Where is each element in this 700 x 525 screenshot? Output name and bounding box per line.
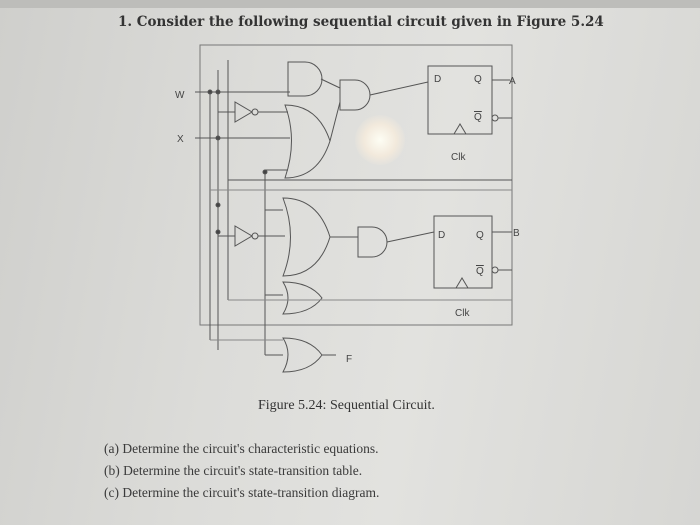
feedback-frame [199, 44, 513, 326]
or-gate-2 [282, 197, 331, 277]
ff1-q-label: Q [474, 74, 482, 85]
or-gate-3 [282, 281, 323, 315]
part-a: (a) Determine the circuit's characterist… [104, 441, 379, 456]
top-strip [0, 0, 700, 8]
inverter-gate-1 [234, 101, 253, 123]
question-text: Consider the following sequential circui… [136, 14, 604, 30]
ff1-d-label: D [434, 74, 441, 85]
ff2-clk-label: Clk [455, 308, 470, 319]
and-gate-1 [287, 61, 323, 97]
flip-flop-1 [427, 65, 493, 135]
clock-triangle-1 [453, 123, 467, 135]
or-gate-f [282, 337, 323, 373]
or-gate-1 [284, 104, 331, 179]
wire-to-ff1-d [369, 81, 429, 96]
wire-to-ff2-d [386, 231, 435, 243]
circuit-diagram: W X D Q Q Clk D Q Q Clk A B F [175, 44, 520, 373]
ff2-qbar-label: Q [476, 266, 484, 277]
output-a-label: A [509, 76, 516, 87]
and-gate-2 [339, 79, 371, 111]
junction [262, 169, 268, 175]
wire [320, 78, 341, 89]
and-gate-3 [357, 226, 388, 258]
junction [215, 229, 221, 235]
wire [329, 101, 341, 142]
clock-triangle-2 [455, 277, 469, 289]
question-number: 1. [118, 14, 133, 30]
input-x-label: X [177, 134, 184, 145]
ff1-clk-label: Clk [451, 152, 466, 163]
ff1-qbar-label: Q [474, 112, 482, 123]
part-b: (b) Determine the circuit's state-transi… [104, 463, 363, 478]
question-heading: 1. Consider the following sequential cir… [118, 14, 604, 30]
ff2-qbar-bubble [491, 266, 499, 274]
ff2-q-label: Q [476, 230, 484, 241]
junction [215, 202, 221, 208]
input-w-label: W [175, 90, 185, 101]
output-f-label: F [346, 354, 352, 365]
ff1-qbar-bubble [491, 114, 499, 122]
ff2-d-label: D [438, 230, 445, 241]
glare [355, 115, 405, 165]
part-c: (c) Determine the circuit's state-transi… [104, 485, 380, 500]
output-b-label: B [513, 228, 520, 239]
flip-flop-2 [433, 215, 493, 289]
question-parts: (a) Determine the circuit's characterist… [104, 438, 379, 504]
figure-caption: Figure 5.24: Sequential Circuit. [258, 398, 435, 413]
inverter-gate-2 [234, 225, 253, 247]
